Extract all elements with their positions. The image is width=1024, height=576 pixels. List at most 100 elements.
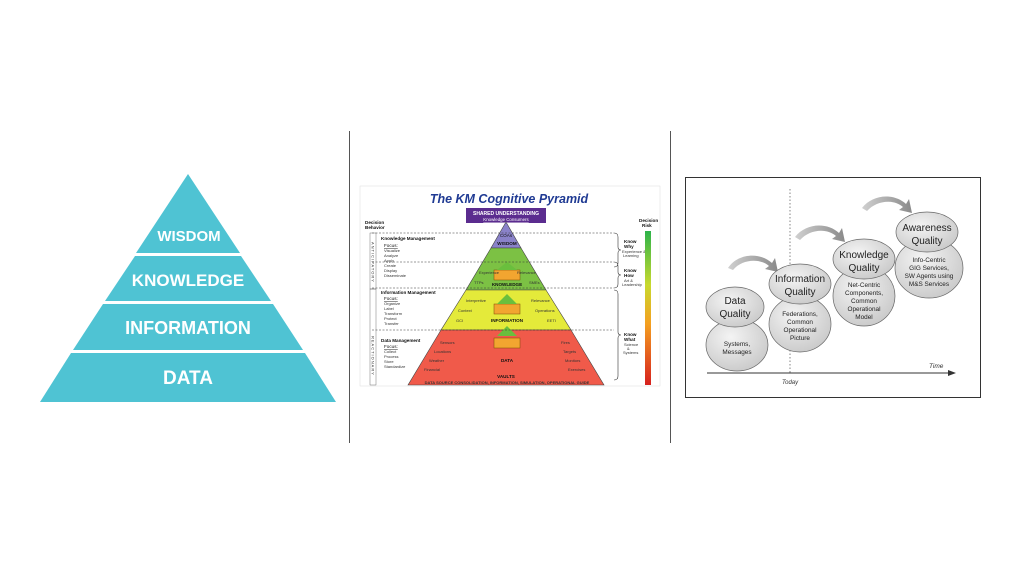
- know-what-4: &: [627, 346, 630, 351]
- progress-arrow-2: [795, 225, 845, 242]
- banner-subtitle: Knowledge Consumers: [483, 217, 529, 222]
- know-what-1: Know: [624, 332, 637, 337]
- data-inner-6: Monitors: [565, 358, 580, 363]
- decision-risk-title-1: Decision: [639, 218, 658, 223]
- know-what-3: Science: [624, 342, 639, 347]
- know-why-4: Learning: [623, 253, 639, 258]
- bubble-sub: Federations,: [782, 311, 818, 318]
- km-layer-label-data: DATA: [501, 358, 514, 363]
- anticipatory-label: ANTICIPATORY: [371, 242, 376, 283]
- quality-diagram: Time Today Data Quality Systems, Message…: [685, 177, 981, 398]
- decision-behavior-title-2: Behavior: [365, 225, 385, 230]
- know-how-3: Art &: [624, 278, 633, 283]
- pyramid-label-knowledge: KNOWLEDGE: [132, 271, 244, 290]
- bubble-sub: Components,: [845, 290, 883, 297]
- im-focus-item: Organize: [384, 301, 401, 306]
- data-inner-7: Financial: [424, 367, 440, 372]
- know-how-1: Know: [624, 268, 637, 273]
- decision-behavior-title-1: Decision: [365, 220, 384, 225]
- bubble-sub: SW Agents using: [905, 273, 954, 280]
- km-focus-item: Visualize: [384, 248, 401, 253]
- im-focus-item: Protect: [384, 316, 398, 321]
- information-up-arrow-icon: [497, 294, 517, 304]
- km-heading: Knowledge Management: [381, 236, 435, 241]
- bubble-title: Quality: [848, 263, 879, 274]
- km-base-text-2: DATA SOURCE CONSOLIDATION, INFORMATION, …: [425, 380, 590, 385]
- bubble-sub: GIG Services,: [909, 265, 949, 272]
- data-inner-4: Targets: [563, 349, 576, 354]
- km-layer-label-wisdom: WISDOM: [497, 241, 517, 246]
- bubble-sub: Info-Centric: [912, 257, 946, 264]
- decision-risk-title-2: Risk: [642, 223, 652, 228]
- information-inner-1: Interpretive: [466, 298, 487, 303]
- im-focus-label: Focus:: [384, 296, 398, 301]
- pyramid-tier-information: [73, 304, 303, 350]
- bubble-title: Knowledge: [839, 250, 889, 261]
- bubble-sub: Operational: [783, 327, 816, 334]
- knowledge-inner-3: TTPs: [474, 280, 484, 285]
- km-focus-item: Display: [384, 268, 397, 273]
- data-inner-2: Fires: [561, 340, 570, 345]
- dm-focus-item: Process: [384, 354, 398, 359]
- bubble-knowledge-quality: Knowledge Quality Net-Centric Components…: [832, 238, 896, 327]
- shared-understanding-banner: [466, 208, 546, 223]
- km-wisdom-inner: COAs: [500, 233, 513, 238]
- bubble-sub: Systems,: [724, 341, 751, 348]
- bubble-title: Data: [724, 296, 746, 307]
- pyramid-tier-knowledge: [105, 256, 271, 301]
- im-focus-item: Transform: [384, 311, 403, 316]
- data-up-arrow-icon: [497, 326, 517, 336]
- know-what-2: What: [624, 337, 636, 342]
- bubble-sub: Common: [851, 298, 877, 305]
- km-layer-label-knowledge: KNOWLEDGE: [492, 282, 522, 287]
- dm-focus-item: Standardize: [384, 364, 406, 369]
- know-how-2: How: [624, 273, 634, 278]
- information-inner-5: GCI: [456, 318, 463, 323]
- information-inner-6: EETI: [547, 318, 556, 323]
- pyramid-label-information: INFORMATION: [125, 318, 251, 338]
- information-stack-icon: [493, 303, 521, 315]
- brace-know-what: [613, 289, 622, 381]
- bubble-data-quality: Data Quality Systems, Messages: [705, 286, 769, 372]
- dm-heading: Data Management: [381, 338, 421, 343]
- progress-arrow-3: [862, 196, 912, 213]
- time-axis-arrowhead: [948, 370, 956, 376]
- dm-focus-item: Store: [384, 359, 394, 364]
- brace-know-how: [613, 261, 622, 289]
- km-cognitive-pyramid: The KM Cognitive Pyramid SHARED UNDERSTA…: [359, 185, 661, 387]
- km-focus-item: Analyze: [384, 253, 399, 258]
- bubble-information-quality: Information Quality Federations, Common …: [768, 263, 832, 353]
- knowledge-inner-1: Experience: [479, 270, 500, 275]
- km-focus-label: Focus:: [384, 243, 398, 248]
- data-inner-8: Exercises: [568, 367, 585, 372]
- bubble-title: Quality: [784, 287, 815, 298]
- knowledge-inner-2: Relevance: [517, 270, 537, 275]
- know-why-2: Why: [624, 244, 634, 249]
- knowledge-inner-4: SMEs: [529, 280, 540, 285]
- pyramid-label-data: DATA: [163, 368, 213, 389]
- bubble-sub: Picture: [790, 335, 810, 342]
- time-axis-label: Time: [929, 363, 944, 370]
- today-label: Today: [782, 380, 799, 386]
- km-focus-item: Create: [384, 263, 397, 268]
- im-focus-item: Transfer: [384, 321, 399, 326]
- bubble-sub: M&S Services: [909, 281, 949, 288]
- decision-risk-bar: [645, 231, 651, 385]
- data-inner-1: Sensors: [440, 340, 455, 345]
- pyramid-label-wisdom: WISDOM: [157, 228, 220, 245]
- bubble-sub: Common: [787, 319, 813, 326]
- knowledge-up-arrow-icon: [497, 262, 517, 270]
- bubble-title: Information: [775, 274, 825, 285]
- bubble-title: Awareness: [902, 223, 951, 234]
- data-inner-3: Locations: [434, 349, 451, 354]
- data-stack-icon: [493, 337, 521, 349]
- banner-title: SHARED UNDERSTANDING: [473, 211, 539, 217]
- km-focus-item: Apply: [384, 258, 394, 263]
- pyramid-tier-wisdom: [136, 174, 240, 253]
- bubble-title: Quality: [719, 309, 750, 320]
- bubble-title: Quality: [911, 236, 942, 247]
- im-heading: Information Management: [381, 290, 436, 295]
- know-how-4: Leadership: [622, 282, 643, 287]
- im-focus-item: Label: [384, 306, 394, 311]
